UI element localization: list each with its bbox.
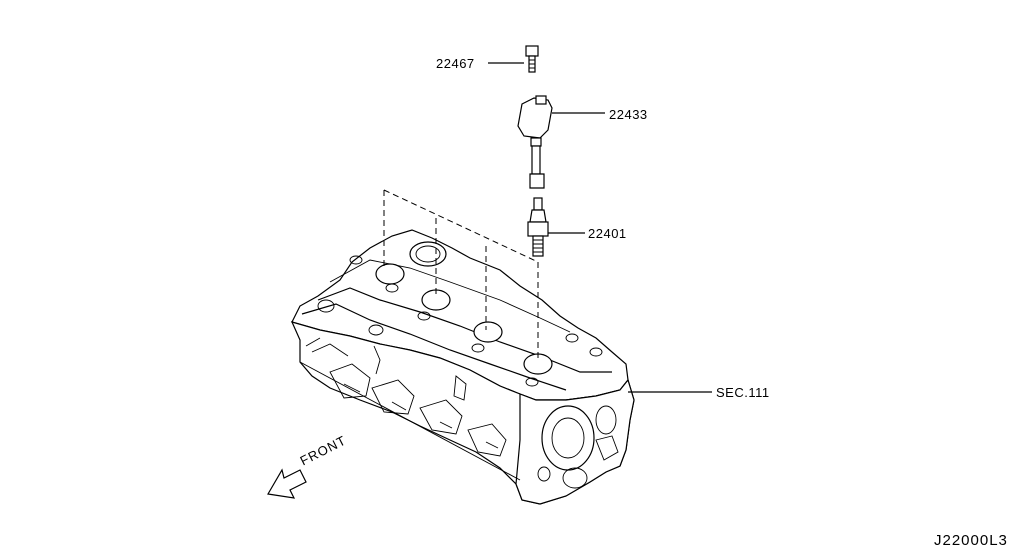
bolt-part: [525, 45, 539, 73]
section-label-sec-111: SEC.111: [716, 385, 770, 400]
spark-plug-part: [527, 197, 549, 257]
diagram-code: J22000L3: [934, 532, 1008, 549]
alignment-lines: [383, 189, 539, 360]
cylinder-head: [290, 229, 635, 505]
front-arrow-icon: [267, 468, 307, 499]
part-label-22467: 22467: [436, 56, 475, 71]
leader-lines: [488, 62, 712, 393]
part-label-22433: 22433: [609, 107, 648, 122]
ignition-coil-part: [517, 95, 553, 189]
part-label-22401: 22401: [588, 226, 627, 241]
